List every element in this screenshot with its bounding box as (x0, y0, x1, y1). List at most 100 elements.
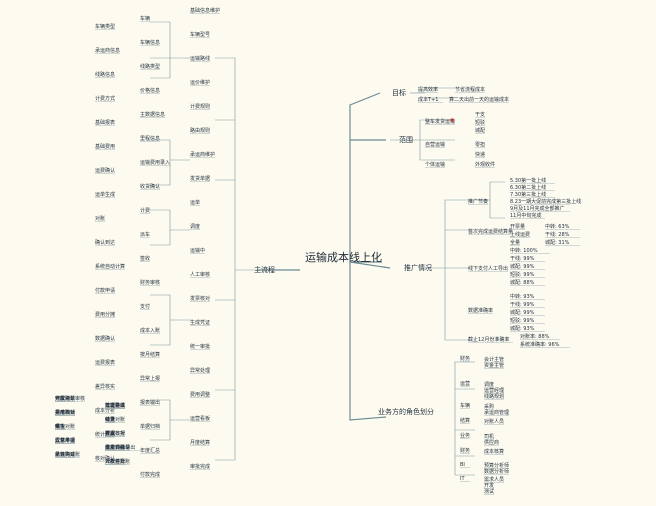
roles-node-4: 调度 (484, 381, 494, 388)
flow-node-30: 运输中 (190, 247, 205, 254)
progress-node-12: 干线: 28% (545, 231, 570, 238)
flow-node-35: 付款申请 (95, 287, 115, 294)
flow-node-39: 生成凭证 (190, 319, 210, 326)
flow-node-9: 运价维护 (190, 79, 210, 86)
roles-node-19: 数据分析师 (484, 468, 509, 475)
branch-main-flow: 主流程 (254, 265, 275, 274)
flow-node-38: 费用分摊 (95, 311, 115, 318)
flow-node-77: 费用调整单 (105, 444, 130, 451)
progress-node-2: 6.30第二批上线 (510, 184, 546, 191)
flow-node-67: 供应商确认 (105, 444, 130, 451)
scope-node-6: 快递 (475, 151, 485, 158)
flow-node-51: 运营看板 (190, 415, 210, 422)
progress-node-0: 推广节奏 (468, 198, 488, 205)
progress-items: 推广节奏5.30第一批上线6.30第二批上线7.30第三批上线8.23一期大促前… (468, 177, 581, 348)
flow-node-7: 线路类型 (140, 63, 160, 70)
branch-progress: 推广情况 (404, 263, 432, 272)
flow-node-44: 运费报表 (95, 359, 115, 366)
scope-node-3: 城配 (475, 127, 485, 134)
flow-node-78: 复核确认 (55, 451, 75, 458)
roles-node-0: 财务 (460, 355, 470, 362)
flow-node-16: 里程信息 (140, 135, 160, 142)
roles-node-14: 供应商 (484, 439, 499, 446)
flow-node-73: 线上对账 (105, 416, 125, 423)
main-branch-labels: 目标 范围 推广情况 业务方的角色划分 主流程 (254, 88, 434, 416)
roles-node-6: 线路规划 (484, 393, 504, 400)
progress-node-20: 数据准确率 (468, 307, 493, 314)
flow-node-49: 报表输出 (140, 399, 160, 406)
roles-node-18: 预算分析师 (484, 462, 509, 469)
flow-node-91: 数据导出 (105, 402, 125, 409)
roles-node-22: 开发 (484, 482, 494, 489)
flow-node-54: 月度结算 (190, 439, 210, 446)
flow-node-86: 成本月报 (55, 437, 75, 444)
flow-node-66: 支付申请 (55, 437, 75, 444)
flow-node-19: 运输费用录入 (140, 159, 170, 166)
flow-node-8: 线路信息 (95, 71, 115, 78)
scope-node-5: 零担 (475, 141, 485, 148)
flow-node-11: 计费方式 (95, 95, 115, 102)
flow-node-56: 核对确认 (95, 455, 115, 462)
scope-node-1: 干支 (475, 111, 485, 118)
roles-node-13: 司机 (484, 433, 494, 440)
flow-node-92: 手工核对 (55, 409, 75, 416)
flow-node-15: 路由规则 (190, 127, 210, 134)
goal-node-0: 提高效率 (418, 86, 438, 93)
flow-node-80: 付款 (55, 395, 65, 402)
flow-node-76: 异常单据 (55, 437, 75, 444)
flow-node-45: 异常处理 (190, 367, 210, 374)
flow-node-28: 派车 (140, 231, 150, 238)
scope-node-8: 外观收件 (475, 161, 495, 168)
flow-node-82: 月结 (55, 409, 65, 416)
flow-node-20: 运费确认 (95, 167, 115, 174)
flow-node-69: 对账差异 (105, 458, 125, 465)
flow-node-84: 报告 (55, 423, 65, 430)
progress-node-5: 9月及11月完成全部推广 (510, 205, 565, 212)
flow-node-87: 运费分析 (105, 444, 125, 451)
roles-node-16: 成本核算 (484, 448, 504, 455)
flow-node-33: 人工审核 (190, 271, 210, 278)
progress-node-28: 系统准确率: 96% (520, 341, 560, 348)
progress-node-23: 城配: 99% (510, 309, 535, 316)
flow-node-10: 价格信息 (140, 87, 160, 94)
progress-node-25: 城配: 93% (510, 325, 535, 332)
roles-node-9: 承运商管理 (484, 409, 509, 416)
flow-node-0: 基础信息维护 (190, 7, 220, 14)
flow-node-71: 二次确认 (105, 402, 125, 409)
flow-node-43: 按月结算 (140, 351, 160, 358)
flow-node-60: 一次对账 (55, 395, 75, 402)
roles-node-2: 资金主管 (484, 362, 504, 369)
flow-node-14: 基础报表 (95, 119, 115, 126)
progress-node-22: 干线: 99% (510, 301, 535, 308)
flow-node-58: 付款完成 (140, 471, 160, 478)
progress-node-7: 首次完成运费结算量 (468, 228, 513, 235)
progress-node-15: 中转: 100% (510, 247, 538, 254)
flow-node-65: 开票 (105, 431, 115, 437)
scope-node-4: 自营运输 (425, 141, 445, 148)
flow-node-63: 结算 (105, 416, 115, 423)
flow-node-29: 确认到达 (95, 239, 115, 246)
flow-node-59: 二次对账 (105, 458, 125, 465)
scope-node-2: 短驳 (475, 119, 485, 126)
scope-node-7: 个体运输 (425, 161, 445, 168)
flow-node-32: 系统自动计算 (95, 263, 125, 270)
progress-node-9: 上线运费 (510, 231, 530, 238)
roles-node-21: 需求人员 (484, 476, 504, 483)
progress-node-26: 截止12月份准确率 (468, 336, 509, 343)
flow-node-37: 支付 (140, 303, 150, 310)
flow-node-24: 运单 (190, 199, 200, 206)
flow-node-95: 完成 (105, 430, 115, 437)
roles-node-10: 结算 (460, 417, 470, 424)
flow-node-93: 补录 (105, 416, 115, 423)
central-title: 运输成本线上化 (305, 250, 382, 264)
central-topic: 运输成本线上化 (305, 250, 382, 264)
flow-node-83: 统计 (105, 416, 115, 423)
progress-node-24: 短驳: 99% (510, 317, 535, 324)
flow-node-3: 车辆型号 (190, 31, 210, 38)
flow-node-89: 一次性对账 (105, 458, 130, 465)
goal-node-3: 算二天出前一天的运输成本 (449, 96, 509, 103)
flow-node-85: 成本日报 (105, 430, 125, 437)
flow-node-70: 对账确认 (55, 395, 75, 402)
roles-node-17: BI (460, 462, 465, 468)
flow-node-27: 调度 (190, 223, 200, 230)
